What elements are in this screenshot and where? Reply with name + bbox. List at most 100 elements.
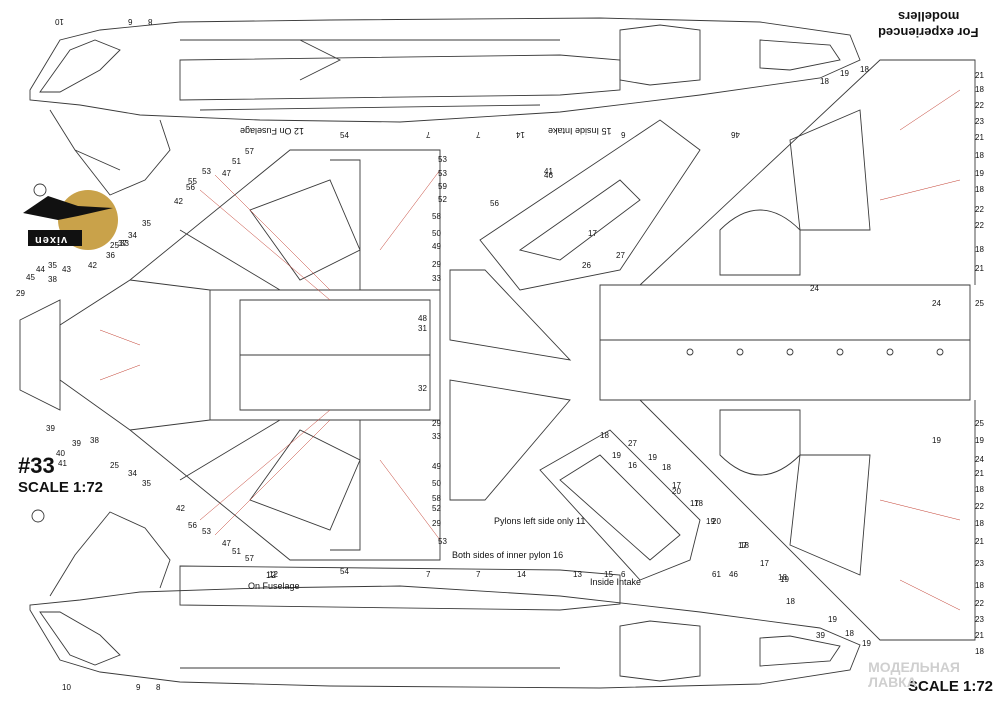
- experienced-line1: For experienced: [878, 25, 979, 40]
- callout-number: 42: [176, 504, 185, 513]
- callout-number: 47: [222, 539, 231, 548]
- callout-number: 18: [975, 185, 984, 194]
- callout-number: 18: [786, 597, 795, 606]
- note-pylons-left: Pylons left side only 11: [494, 516, 586, 526]
- callout-number: 18: [600, 431, 609, 440]
- sheet-number: #33: [18, 453, 55, 478]
- callout-number: 57: [245, 554, 254, 563]
- callout-number: 34: [128, 469, 137, 478]
- callout-number: 6: [128, 17, 133, 26]
- callout-number: 19: [612, 451, 621, 460]
- callout-number: 19: [648, 453, 657, 462]
- brand-name: vixen: [34, 234, 68, 246]
- callout-number: 7: [426, 570, 431, 579]
- callout-number: 18: [975, 581, 984, 590]
- callout-number: 10: [55, 17, 64, 26]
- callout-number: 31: [418, 324, 427, 333]
- callout-number: 56: [188, 521, 197, 530]
- callout-number: 16: [628, 461, 637, 470]
- callout-number: 53: [202, 167, 211, 176]
- callout-number: 44: [36, 265, 45, 274]
- vixen-logo: vixen: [18, 188, 118, 258]
- callout-number: 42: [174, 197, 183, 206]
- callout-number: 25: [975, 419, 984, 428]
- tailplanes: [449, 269, 572, 501]
- note-inner-pylon: Both sides of inner pylon 16: [452, 550, 564, 560]
- callout-number: 25: [975, 299, 984, 308]
- note-inside-intake-bottom: Inside Intake: [590, 577, 642, 587]
- experienced-line2: modellers: [898, 9, 960, 24]
- bottom-side-view: [29, 509, 861, 689]
- callout-number: 41: [58, 459, 67, 468]
- callout-number: 50: [432, 229, 441, 238]
- pylon-detail: [539, 429, 701, 581]
- scale-label-right: SCALE 1:72: [908, 678, 994, 695]
- callout-number: 46: [729, 570, 738, 579]
- logo-fox-silhouette: [23, 196, 113, 220]
- callout-number: 38: [90, 436, 99, 445]
- callout-number: 6: [621, 130, 626, 139]
- callout-number: 23: [975, 615, 984, 624]
- callout-number: 18: [860, 65, 869, 74]
- callout-number: 39: [46, 424, 55, 433]
- callout-number: 18: [845, 629, 854, 638]
- right-wing-planform: [599, 59, 976, 641]
- callout-number: 18: [975, 151, 984, 160]
- callout-number: 17: [588, 229, 597, 238]
- callout-number: 10: [62, 683, 71, 692]
- callout-number: 15: [604, 570, 613, 579]
- callout-number: 27: [616, 251, 625, 260]
- callout-leaders: [99, 89, 961, 611]
- callout-number: 26: [582, 261, 591, 270]
- note-on-fuselage-top: 12 On Fuselage: [240, 126, 305, 136]
- top-side-view: [29, 17, 861, 197]
- callout-number: 21: [975, 537, 984, 546]
- callout-number: 37: [118, 239, 127, 248]
- callout-number: 35: [142, 479, 151, 488]
- callout-number: 18: [694, 499, 703, 508]
- callout-number: 27: [628, 439, 637, 448]
- callout-number: 41: [544, 167, 553, 176]
- callout-number: 17: [760, 559, 769, 568]
- callout-number: 22: [975, 502, 984, 511]
- callout-number: 47: [222, 169, 231, 178]
- callout-number: 19: [828, 615, 837, 624]
- callout-number: 7: [426, 130, 431, 139]
- callout-number: 51: [232, 547, 241, 556]
- callout-number: 7: [476, 570, 481, 579]
- callout-number: 22: [975, 205, 984, 214]
- callout-number: 34: [128, 231, 137, 240]
- callout-number: 12: [269, 570, 278, 579]
- callout-number: 22: [975, 101, 984, 110]
- watermark: МОДЕЛЬНАЯ ЛАВКА: [868, 660, 960, 689]
- callout-number: 25: [110, 461, 119, 470]
- callout-number: 54: [340, 131, 349, 140]
- callout-number: 49: [432, 242, 441, 251]
- callout-number: 21: [975, 264, 984, 273]
- callout-number: 18: [975, 519, 984, 528]
- callout-number: 53: [438, 537, 447, 546]
- callout-number: 22: [975, 221, 984, 230]
- callout-number: 35: [142, 219, 151, 228]
- callout-number: 33: [432, 432, 441, 441]
- callout-number: 33: [120, 239, 129, 248]
- callout-number: 46: [544, 171, 553, 180]
- callout-number: 14: [516, 130, 525, 139]
- callout-number: 18: [975, 85, 984, 94]
- callout-number: 21: [975, 133, 984, 142]
- callout-number: 33: [432, 274, 441, 283]
- callout-number: 20: [672, 487, 681, 496]
- callout-number: 7: [476, 130, 481, 139]
- callout-number: 38: [48, 275, 57, 284]
- callout-number: 17: [690, 499, 699, 508]
- callout-number: 23: [975, 117, 984, 126]
- callout-number: 52: [432, 504, 441, 513]
- callout-number: 18: [975, 647, 984, 656]
- callout-number: 19: [932, 436, 941, 445]
- callout-number: 17: [672, 481, 681, 490]
- scale-label-left: SCALE 1:72: [18, 479, 104, 496]
- callout-number: 56: [186, 183, 195, 192]
- note-on-fuselage-bottom: On Fuselage: [248, 581, 300, 591]
